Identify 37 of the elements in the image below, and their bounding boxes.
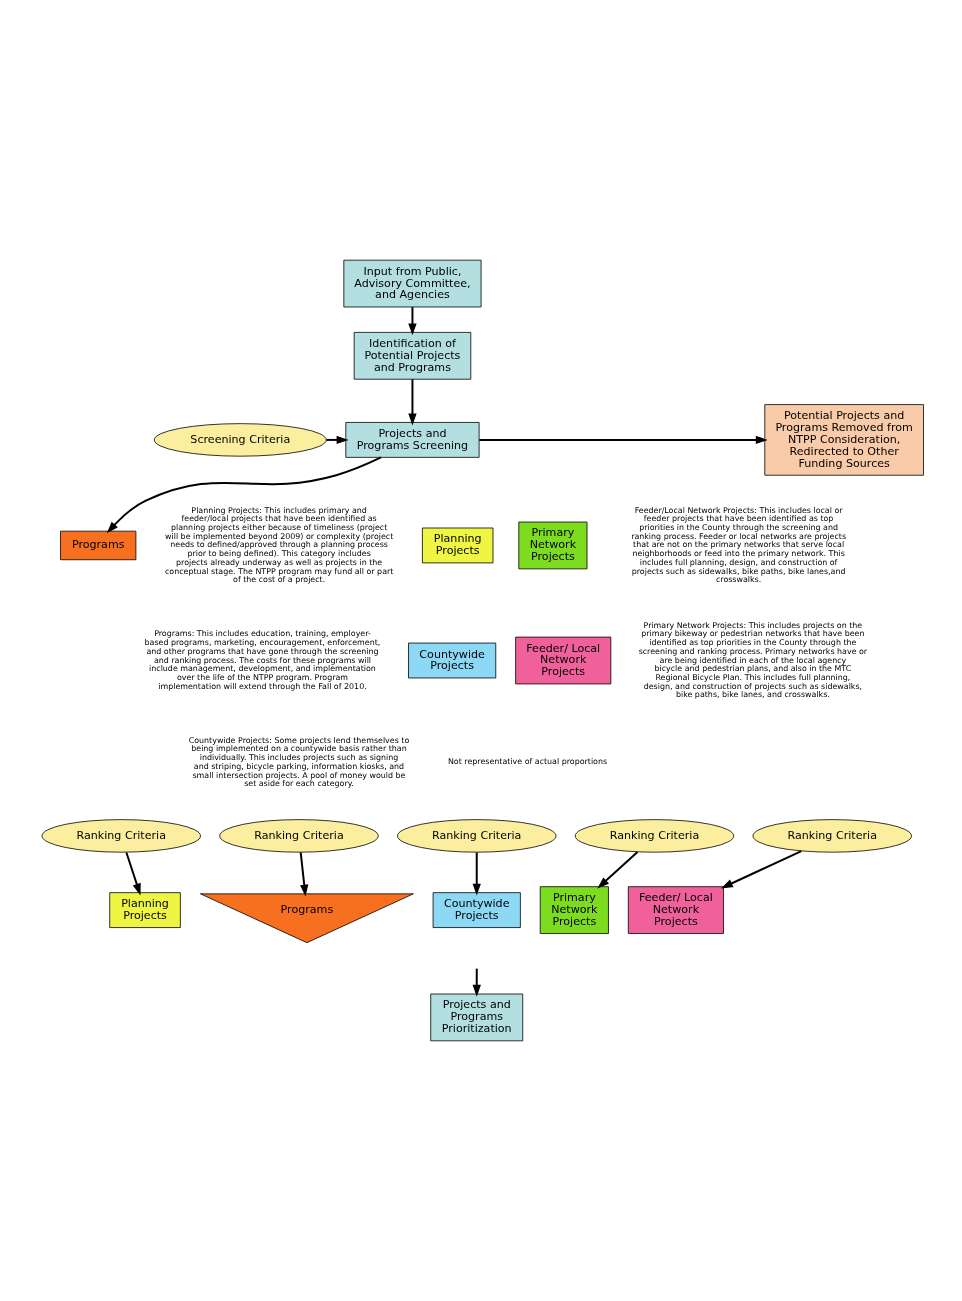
node-box: Feeder/ Local Network Projects — [515, 636, 612, 685]
node-box: Countywide Projects — [432, 892, 521, 928]
node-ellipse: Ranking Criteria — [41, 819, 201, 853]
node-ellipse: Ranking Criteria — [574, 819, 735, 853]
node-box: Projects and Programs Screening — [345, 422, 480, 458]
node-ellipse: Ranking Criteria — [219, 819, 379, 853]
node-ellipse: Ranking Criteria — [752, 819, 912, 853]
arrow — [408, 306, 417, 336]
node-box: Countywide Projects — [408, 642, 497, 679]
label: Planning Projects: This includes primary and feeder/local projects that have been identified as planning projects either because of timeliness (project will be implemented beyond 2009) or complexity (project needs to defined/approved through a planning process prior to being defined). This category includes projects already underway as well as projects in the conceptual stage. The NTPP program may fund all or part of the cost of a project. — [164, 505, 394, 585]
arrow — [299, 851, 309, 897]
node-ellipse: Ranking Criteria — [397, 819, 557, 853]
arrow — [597, 851, 639, 889]
node-box: Planning Projects — [422, 527, 494, 564]
node-box: Planning Projects — [109, 892, 181, 928]
node-box: Identification of Potential Projects and Programs — [353, 332, 472, 380]
arrow — [472, 967, 481, 997]
node-ellipse: Screening Criteria — [153, 423, 327, 457]
arrow — [472, 851, 481, 896]
label: Feeder/Local Network Projects: This includes local or feeder projects that have been identified as top priorities in the County through the screening and ranking process. Feeder or local networks are projects that are not on the primary networks that serve local neighborhoods or feed into the primary network. This includes full planning, design, and construction of projects such as sidewalks, bike paths, bike lanes,and crosswalks. — [631, 505, 847, 585]
label: Countywide Projects: Some projects lend themselves to being implemented on a countywide basis rather than individually. This includes projects such as signing and striping, bicycle parking, information kiosks, and small intersection projects. A pool of money would be set aside for each category. — [188, 735, 410, 789]
arrow — [720, 850, 803, 889]
arrow — [478, 435, 768, 445]
arrow — [125, 851, 141, 896]
node-box: Primary Network Projects — [518, 521, 588, 570]
label: Not representative of actual proportions — [447, 757, 608, 767]
node-box: Programs — [60, 530, 137, 561]
node-box: Feeder/ Local Network Projects — [627, 886, 724, 934]
node-box: Input from Public, Advisory Committee, and Agencies — [343, 259, 482, 308]
label: Primary Network Projects: This includes projects on the primary bikeway or pedestrian networks that have been identified as top priorities in the County through the screening and ranking process. Primary networks have or are being identified in each of the local agency bicycle and pedestrian plans, and also in the MTC Regional Bicycle Plan. This includes full planning, design, and construction of projects such as sidewalks, bike paths, bike lanes, and crosswalks. — [638, 620, 868, 700]
label: Programs: This includes education, training, employer-based programs, marketing, encouragement, enforcement, and other programs that have gone through the screening and ranking process. The costs for these programs will include management, development, and implementation over the life of the NTPP program. Program implementation will extend through the Fall of 2010. — [144, 629, 381, 691]
arrow — [408, 378, 417, 426]
arrow — [106, 456, 382, 534]
arrow — [325, 435, 349, 445]
node-box: Primary Network Projects — [539, 886, 609, 934]
node-box: Projects and Programs Prioritization — [430, 993, 524, 1042]
node-box: Potential Projects and Programs Removed from NTPP Consideration, Redirected to Other Funding Sources — [764, 404, 924, 476]
